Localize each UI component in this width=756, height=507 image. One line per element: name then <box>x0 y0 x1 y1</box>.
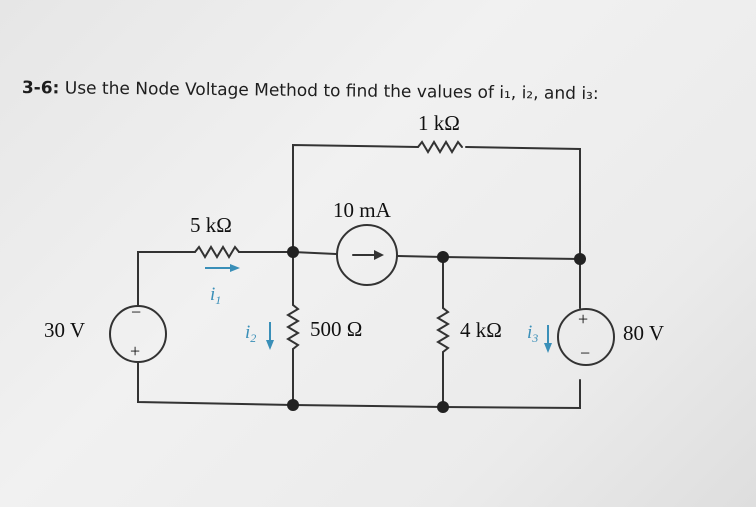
label-r-right: 4 kΩ <box>460 318 502 342</box>
label-r-top: 1 kΩ <box>418 111 460 135</box>
wire-top-right <box>465 146 581 259</box>
v-left-plus: + <box>130 341 140 361</box>
label-r-middle: 500 Ω <box>310 317 362 341</box>
node-dot <box>287 246 299 258</box>
current-source-10ma <box>336 224 398 286</box>
label-i1: i1 <box>210 284 221 307</box>
wire-node-to-source <box>292 251 337 255</box>
current-source-arrowhead <box>374 250 384 260</box>
resistor-5k <box>194 245 240 259</box>
v-right-minus: − <box>580 343 590 363</box>
resistor-4k <box>436 307 450 353</box>
voltage-source-80v <box>557 308 615 366</box>
wire-top-left <box>292 143 419 251</box>
resistor-1k <box>417 140 463 154</box>
wire-left-top <box>137 251 196 301</box>
wire-bottom <box>292 379 581 410</box>
label-i2: i2 <box>245 322 256 345</box>
label-v-left: 30 V <box>44 318 85 342</box>
wire-30v-bottom <box>137 361 294 406</box>
node-dot <box>437 251 449 263</box>
v-right-plus: + <box>578 309 588 329</box>
label-i3: i3 <box>527 322 538 345</box>
node-dot <box>287 399 299 411</box>
i3-arrowhead <box>544 343 552 353</box>
label-r-left: 5 kΩ <box>190 213 232 237</box>
i2-arrowhead <box>266 340 274 350</box>
i1-arrowhead <box>230 264 240 272</box>
wire-source-to-node <box>397 255 581 260</box>
label-current-source: 10 mA <box>333 198 392 222</box>
node-dot <box>574 253 586 265</box>
label-v-right: 80 V <box>623 321 664 345</box>
resistor-500 <box>286 304 300 350</box>
v-left-minus: − <box>131 302 141 322</box>
node-dot <box>437 401 449 413</box>
